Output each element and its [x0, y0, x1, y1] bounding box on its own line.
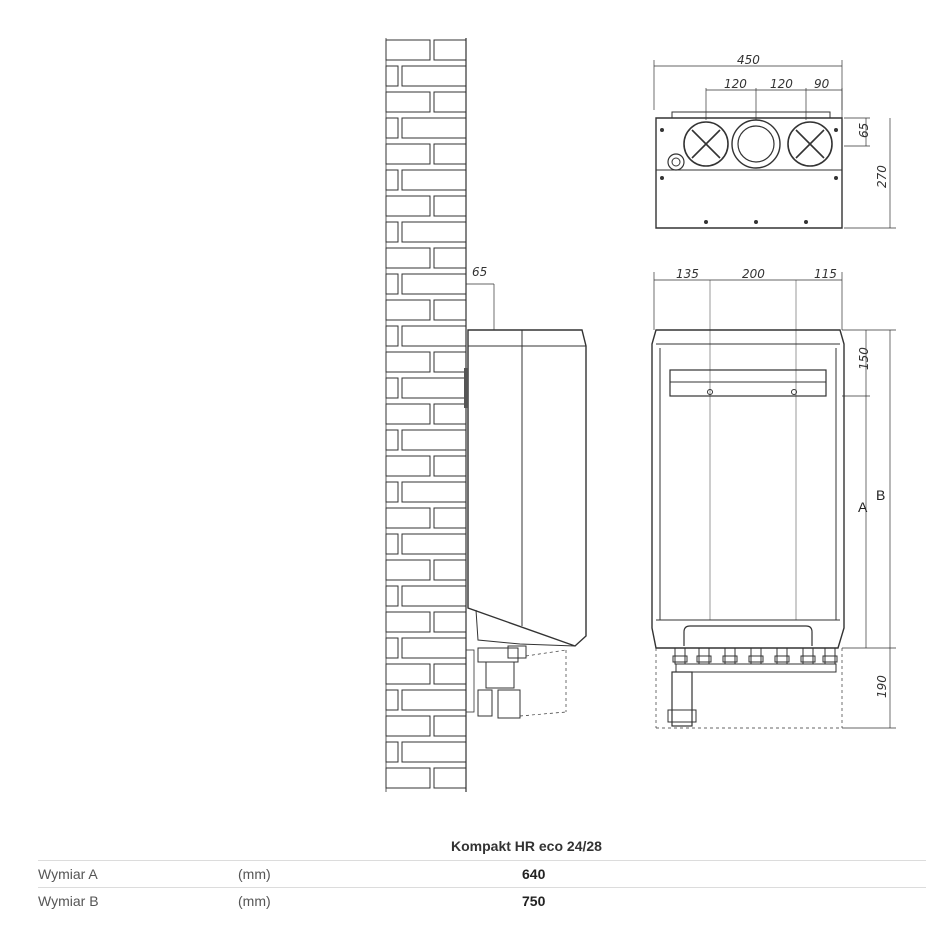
front-height-top-label: 150 [857, 347, 871, 370]
row-value: 750 [522, 893, 546, 909]
row-label: Wymiar B [38, 893, 99, 909]
top-depth-offset-label: 65 [857, 123, 871, 138]
row-unit: (mm) [238, 866, 271, 882]
brick [385, 559, 431, 581]
brick [433, 663, 467, 685]
fitting-nut [696, 655, 712, 663]
brick [433, 455, 467, 477]
row-value: 640 [522, 866, 546, 882]
drain-pipe [671, 671, 693, 727]
brick [401, 429, 467, 451]
brick [433, 767, 467, 789]
brick [385, 403, 431, 425]
front-width-3-label: 115 [814, 267, 837, 281]
top-depth-total-label: 270 [875, 165, 889, 188]
brick [401, 325, 467, 347]
brick [385, 637, 399, 659]
fitting-nut [722, 655, 738, 663]
brick [401, 377, 467, 399]
brick [385, 481, 399, 503]
brick [433, 351, 467, 373]
brick [401, 169, 467, 191]
brick [401, 65, 467, 87]
fitting-nut [748, 655, 764, 663]
brick [385, 741, 399, 763]
brick [385, 377, 399, 399]
front-width-1-label: 135 [676, 267, 699, 281]
brick [401, 221, 467, 243]
row-unit: (mm) [238, 893, 271, 909]
brick [401, 585, 467, 607]
brick [433, 403, 467, 425]
brick [385, 455, 431, 477]
brick [385, 585, 399, 607]
brick [401, 689, 467, 711]
brick [433, 715, 467, 737]
brick [433, 559, 467, 581]
front-view [651, 272, 896, 729]
brick [385, 299, 431, 321]
brick [433, 247, 467, 269]
fitting-nut [822, 655, 838, 663]
brick [385, 273, 399, 295]
brick [385, 117, 399, 139]
top-view [653, 60, 896, 229]
fitting-nut [800, 655, 816, 663]
brick [385, 325, 399, 347]
brick [401, 481, 467, 503]
fitting-nut [774, 655, 790, 663]
brick [385, 65, 399, 87]
side-view [464, 270, 587, 719]
brick [385, 143, 431, 165]
brick [385, 767, 431, 789]
brick [433, 611, 467, 633]
brick [385, 169, 399, 191]
brick [385, 39, 431, 61]
brick [385, 429, 399, 451]
brick [385, 221, 399, 243]
brick [385, 663, 431, 685]
brick [433, 39, 467, 61]
brick [433, 195, 467, 217]
top-view-screws [660, 128, 838, 224]
table-row: Wymiar B (mm) 750 [38, 887, 926, 914]
top-spacing-1-label: 120 [724, 77, 747, 91]
model-name: Kompakt HR eco 24/28 [451, 838, 602, 854]
brick [385, 507, 431, 529]
brick [385, 91, 431, 113]
brick-wall [385, 38, 467, 792]
front-width-2-label: 200 [742, 267, 765, 281]
top-width-total-label: 450 [737, 53, 760, 67]
dimension-a-label: A [858, 499, 868, 515]
technical-drawing: 65 450 120 12 [385, 38, 896, 792]
top-spacing-3-label: 90 [814, 77, 830, 91]
brick [433, 91, 467, 113]
brick [385, 611, 431, 633]
brick [385, 715, 431, 737]
brick [385, 689, 399, 711]
brick [433, 143, 467, 165]
brick [401, 533, 467, 555]
front-height-bottom-label: 190 [875, 675, 889, 698]
brick [401, 273, 467, 295]
brick [385, 247, 431, 269]
brick [401, 117, 467, 139]
brick [385, 195, 431, 217]
fitting-nut [672, 655, 688, 663]
side-wall-offset-label: 65 [472, 265, 487, 279]
brick [385, 351, 431, 373]
brick [433, 299, 467, 321]
front-fittings [667, 647, 838, 727]
top-spacing-2-label: 120 [770, 77, 793, 91]
drain-cap [667, 709, 697, 723]
brick [433, 507, 467, 529]
table-row: Wymiar A (mm) 640 [38, 860, 926, 887]
dimension-b-label: B [876, 487, 885, 503]
brick [385, 533, 399, 555]
row-label: Wymiar A [38, 866, 98, 882]
brick [401, 741, 467, 763]
brick [401, 637, 467, 659]
mounting-bar [675, 663, 837, 673]
